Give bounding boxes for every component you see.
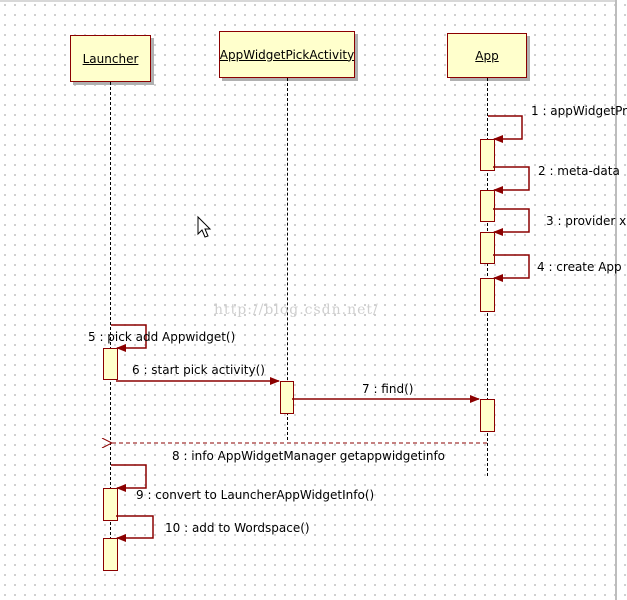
canvas-top-border — [0, 0, 617, 2]
watermark: http://blog.csdn.net/ — [214, 302, 379, 318]
message-label-4: 4 : create App — [537, 260, 622, 274]
activation-pick-activity[interactable] — [280, 381, 294, 414]
message-label-7: 7 : find() — [362, 382, 414, 396]
lifeline-app-label: App — [475, 48, 499, 63]
message-arrow-5 — [111, 324, 147, 352]
lifeline-pick-activity-label: AppWidgetPickActivity — [219, 47, 355, 62]
canvas-right-border — [615, 0, 617, 600]
message-label-5: 5 : pick add Appwidget() — [88, 330, 236, 344]
lifeline-app-line — [487, 78, 488, 476]
message-label-10: 10 : add to Wordspace() — [165, 521, 310, 535]
message-label-1: 1 : appWidgetPr — [531, 104, 627, 118]
activation-launcher-1[interactable] — [103, 348, 118, 380]
mouse-pointer-icon — [197, 215, 212, 238]
message-arrow-2 — [493, 166, 530, 194]
lifeline-launcher-line — [110, 82, 111, 570]
lifeline-pick-activity[interactable]: AppWidgetPickActivity — [219, 31, 355, 78]
message-arrow-3 — [493, 208, 530, 236]
message-arrow-10 — [116, 515, 154, 542]
lifeline-app[interactable]: App — [447, 33, 527, 78]
activation-app-5[interactable] — [480, 399, 495, 432]
activation-app-4[interactable] — [480, 278, 495, 312]
activation-launcher-3[interactable] — [103, 538, 118, 571]
message-arrow-4 — [493, 254, 530, 282]
lifeline-launcher-label: Launcher — [82, 51, 139, 66]
message-arrow-9 — [111, 464, 147, 492]
activation-launcher-2[interactable] — [103, 488, 118, 521]
lifeline-launcher[interactable]: Launcher — [70, 35, 151, 82]
message-label-9: 9 : convert to LauncherAppWidgetInfo() — [136, 488, 375, 502]
message-label-2: 2 : meta-data — [538, 164, 620, 178]
message-label-6: 6 : start pick activity() — [132, 363, 265, 377]
activation-app-2[interactable] — [480, 190, 495, 222]
message-label-3: 3 : provider x — [546, 214, 627, 228]
lifeline-pick-activity-line — [287, 78, 288, 440]
message-label-8: 8 : info AppWidgetManager getappwidgetin… — [172, 449, 446, 463]
activation-app-1[interactable] — [480, 139, 495, 171]
message-arrow-1 — [488, 115, 523, 143]
activation-app-3[interactable] — [480, 232, 495, 264]
